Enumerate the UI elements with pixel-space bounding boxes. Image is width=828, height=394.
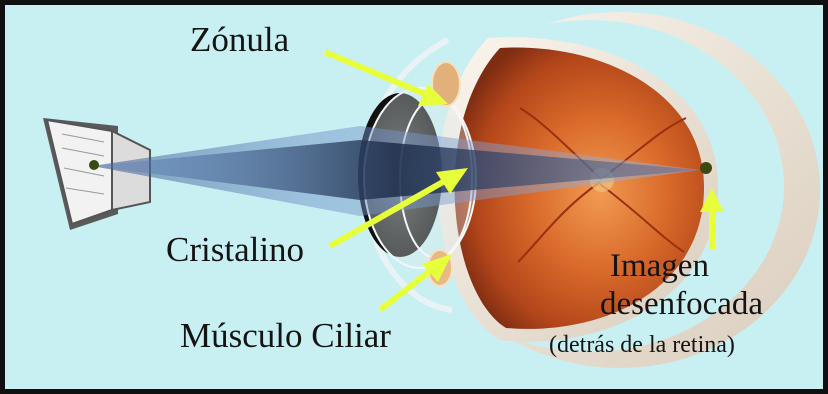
label-detras-retina: (detrás de la retina) [549,333,735,357]
object-point-icon [89,160,99,170]
label-musculo-ciliar: Músculo Ciliar [180,318,391,353]
label-cristalino: Cristalino [166,232,304,267]
label-imagen: Imagen [610,250,709,283]
focus-point-icon [700,162,712,174]
label-desenfocada: desenfocada [600,288,763,321]
book-icon [43,118,150,230]
label-zonula: Zónula [190,22,289,57]
